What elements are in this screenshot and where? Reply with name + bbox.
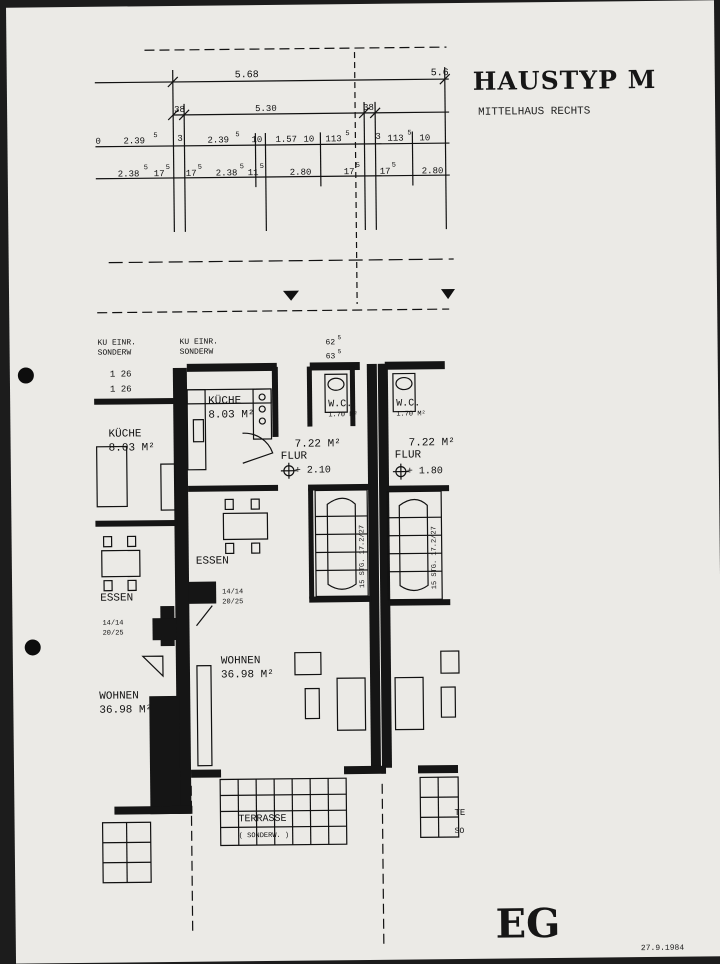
dim-r4-o: 5 <box>392 162 396 170</box>
dim-r3-d: 3 <box>177 134 183 144</box>
drawing-date: 27.9.1984 <box>641 944 684 953</box>
stair-label: 15 STG. 17.2/27 <box>358 525 367 588</box>
chimney-dims-2: 20/25 <box>222 598 243 606</box>
kitchen-note-2: SONDERW <box>180 348 214 357</box>
wc-dim-1: 62 <box>325 338 335 347</box>
dim-r3-b: 2.39 <box>123 136 145 146</box>
dim-r3-i: 10 <box>303 134 314 144</box>
stair2-label: 15 STG. 17.2/27 <box>430 526 439 589</box>
dim-r4-i: 11 <box>248 168 259 178</box>
left-chimney-dims: 14/14 <box>102 620 123 628</box>
dim-r4-l: 17 <box>344 167 355 177</box>
dim-r4-e: 17 <box>186 169 197 179</box>
dim-r3-c: 5 <box>153 132 157 140</box>
hall-area: 7.22 M² <box>295 438 341 450</box>
dim-r3-j: 113 <box>325 134 341 144</box>
dim-r3-a: 0 <box>95 137 101 147</box>
left-living-label: WOHNEN <box>99 690 139 702</box>
dim-r3-h: 1.57 <box>275 135 297 145</box>
dim-r3-e: 2.39 <box>207 135 229 145</box>
dim-wall-2: 38 <box>363 103 374 113</box>
dim-r3-o: 10 <box>419 133 430 143</box>
wc-dim-1b: 5 <box>337 334 341 341</box>
dim-r3-f: 5 <box>235 131 239 139</box>
dim-r3-n: 5 <box>407 129 411 137</box>
plan-sheet: 5.68 5.6 38 5.30 38 0 2.39 5 3 2.39 5 10… <box>6 0 720 963</box>
punch-hole-bottom <box>25 639 41 655</box>
dim-wall-1: 38 <box>174 105 185 115</box>
floor-plan-drawing: 5.68 5.6 38 5.30 38 0 2.39 5 3 2.39 5 10… <box>6 0 720 963</box>
dim-r4-d: 5 <box>166 164 170 172</box>
dim-r4-f: 5 <box>198 164 202 172</box>
kitchen-area: 8.03 M² <box>208 409 254 421</box>
dim-r4-a: 2.38 <box>118 169 140 179</box>
page-title: HAUSTYP M <box>473 65 657 96</box>
hall-label: FLUR <box>281 451 308 463</box>
wc-dim-2: 63 <box>326 352 336 361</box>
dim-r3-l: 3 <box>375 132 381 142</box>
dim-r4-g: 2.38 <box>216 168 238 178</box>
window-dim-2: 1 26 <box>110 384 132 394</box>
left-living-area: 36.98 M² <box>99 704 152 717</box>
dim-r4-j: 5 <box>260 163 264 171</box>
dim-r4-c: 17 <box>154 169 165 179</box>
dim-r3-k: 5 <box>345 130 349 138</box>
dim-r3-g: 10 <box>251 135 262 145</box>
dim-inner: 5.30 <box>255 104 277 114</box>
right-terrace-label: TE <box>454 808 465 818</box>
page-subtitle: MITTELHAUS RECHTS <box>478 106 590 119</box>
living-area: 36.98 M² <box>221 669 274 682</box>
dim-r4-p: 2.80 <box>422 166 444 176</box>
wc2-label: W.C. <box>396 398 420 409</box>
dining-label: ESSEN <box>196 555 229 567</box>
terrace-note: ( SONDERW. ) <box>239 832 290 841</box>
left-kitchen-label: KÜCHE <box>108 427 142 440</box>
dim-overall: 5.68 <box>235 70 259 81</box>
wc2-area: 1.70 M² <box>396 410 425 418</box>
wc-dim-2b: 5 <box>338 348 342 355</box>
dim-r4-m: 5 <box>356 162 360 170</box>
living-label: WOHNEN <box>221 655 261 667</box>
wc-area: 1.70 M² <box>328 411 357 419</box>
dim-r4-h: 5 <box>240 163 244 171</box>
left-chimney-dims-2: 20/25 <box>103 630 124 638</box>
floor-label: EG <box>495 900 560 948</box>
chimney-dims: 14/14 <box>222 588 243 596</box>
window-dim-1: 1 26 <box>110 369 132 379</box>
dim-r4-k: 2.80 <box>290 168 312 178</box>
hall2-label: FLUR <box>395 449 422 461</box>
terrace-label: TERRASSE <box>238 814 286 826</box>
kitchen-note: KU EINR. <box>179 338 217 347</box>
left-kitchen-area: 8.03 M² <box>109 442 155 454</box>
dim-r4-n: 17 <box>380 167 391 177</box>
wc-label: W.C. <box>328 399 352 410</box>
kitchen-label: KÜCHE <box>208 394 242 407</box>
left-kitchen-note-2: SONDERW <box>98 348 132 357</box>
left-dining-label: ESSEN <box>100 592 133 604</box>
punch-hole-top <box>18 367 34 383</box>
left-kitchen-note: KU EINR. <box>97 338 135 347</box>
dim-r4-b: 5 <box>144 164 148 172</box>
hall-level: + 2.10 <box>295 465 331 476</box>
hall2-area: 7.22 M² <box>409 437 455 449</box>
dim-r3-m: 113 <box>387 134 403 144</box>
hall2-level: + 1.80 <box>407 466 443 477</box>
dim-overall-2: 5.6 <box>431 68 449 79</box>
right-terrace-note: SO <box>455 827 465 836</box>
